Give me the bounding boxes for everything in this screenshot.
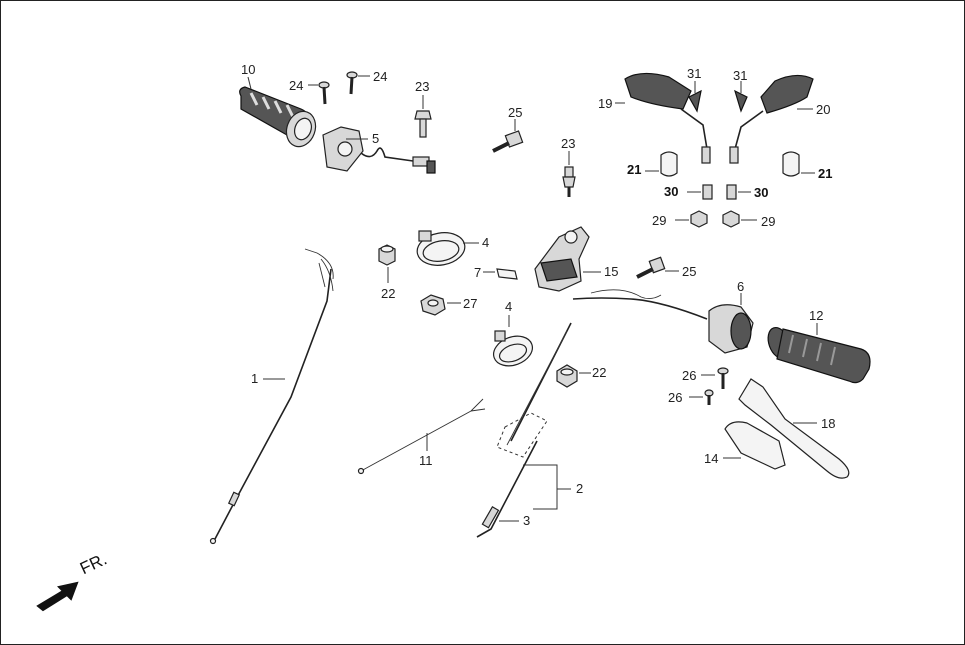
bolt-part-23a xyxy=(414,110,432,138)
lever-guard-part-14 xyxy=(724,421,786,470)
callout-12: 12 xyxy=(809,308,824,323)
callout-11: 11 xyxy=(419,453,433,468)
bolt-part-25b xyxy=(636,256,666,279)
nut-part-29b xyxy=(722,210,740,228)
callout-22b: 22 xyxy=(592,365,607,380)
throttle-cable-part-1 xyxy=(209,248,334,545)
screw-part-26a xyxy=(717,367,729,389)
callout-18: 18 xyxy=(821,416,836,431)
mirror-cap-part-31b xyxy=(734,89,748,113)
switch-housing-part-6 xyxy=(572,289,754,354)
nut-part-29a xyxy=(690,210,708,228)
callout-24b: 24 xyxy=(373,69,388,84)
callout-5: 5 xyxy=(372,131,380,146)
callout-2: 2 xyxy=(576,481,584,496)
callout-23a: 23 xyxy=(415,79,430,94)
right-mirror-part xyxy=(729,74,814,164)
callout-31b: 31 xyxy=(733,68,748,83)
rubber-cover-part-21b xyxy=(782,151,800,177)
rubber-cover-part-21a xyxy=(660,151,678,177)
callout-26a: 26 xyxy=(682,368,697,383)
nut-part-22b xyxy=(556,364,578,388)
callout-20: 20 xyxy=(816,102,831,117)
screw-part-26b xyxy=(704,389,714,405)
adaptor-part-30b xyxy=(726,184,737,200)
left-grip-part xyxy=(239,86,317,148)
nut-part-27 xyxy=(420,294,446,316)
cable-part-2-3 xyxy=(476,322,572,538)
callout-22a: 22 xyxy=(381,286,396,301)
callout-1: 1 xyxy=(251,371,259,386)
callout-4a: 4 xyxy=(482,235,490,250)
cable-part-11 xyxy=(357,398,486,475)
callout-25a: 25 xyxy=(508,105,523,120)
clamp-part-4b xyxy=(493,330,533,367)
callout-30b: 30 xyxy=(754,185,769,200)
left-mirror-part xyxy=(624,72,711,164)
callout-10: 10 xyxy=(241,62,256,77)
callout-23b: 23 xyxy=(561,136,576,151)
clamp-part-4a xyxy=(416,230,466,266)
pin-part-7 xyxy=(496,268,518,280)
callout-19: 19 xyxy=(598,96,613,111)
screw-part-24b xyxy=(346,71,358,95)
front-arrow-icon xyxy=(36,581,79,612)
callout-29b: 29 xyxy=(761,214,776,229)
callout-27: 27 xyxy=(463,296,478,311)
callout-7: 7 xyxy=(474,265,482,280)
throttle-housing-part xyxy=(322,126,436,174)
nut-part-22a xyxy=(378,244,396,266)
callout-29a: 29 xyxy=(652,213,667,228)
callout-15: 15 xyxy=(604,264,619,279)
lever-bracket-part-15 xyxy=(534,226,590,292)
callout-21a: 21 xyxy=(627,162,642,177)
brake-lever-part-18 xyxy=(738,378,850,479)
callout-30a: 30 xyxy=(664,184,679,199)
adaptor-part-30a xyxy=(702,184,713,200)
bolt-part-25a xyxy=(492,130,524,153)
callout-21b: 21 xyxy=(818,166,833,181)
callout-4b: 4 xyxy=(505,299,513,314)
callout-6: 6 xyxy=(737,279,745,294)
callout-3: 3 xyxy=(523,513,531,528)
callout-26b: 26 xyxy=(668,390,683,405)
mirror-cap-part-31a xyxy=(688,89,702,113)
callout-14: 14 xyxy=(704,451,719,466)
bolt-part-23b xyxy=(562,166,576,197)
right-grip-part-12 xyxy=(767,326,871,384)
callout-25b: 25 xyxy=(682,264,697,279)
callout-24a: 24 xyxy=(289,78,304,93)
screw-part-24a xyxy=(318,81,330,105)
callout-31a: 31 xyxy=(687,66,702,81)
